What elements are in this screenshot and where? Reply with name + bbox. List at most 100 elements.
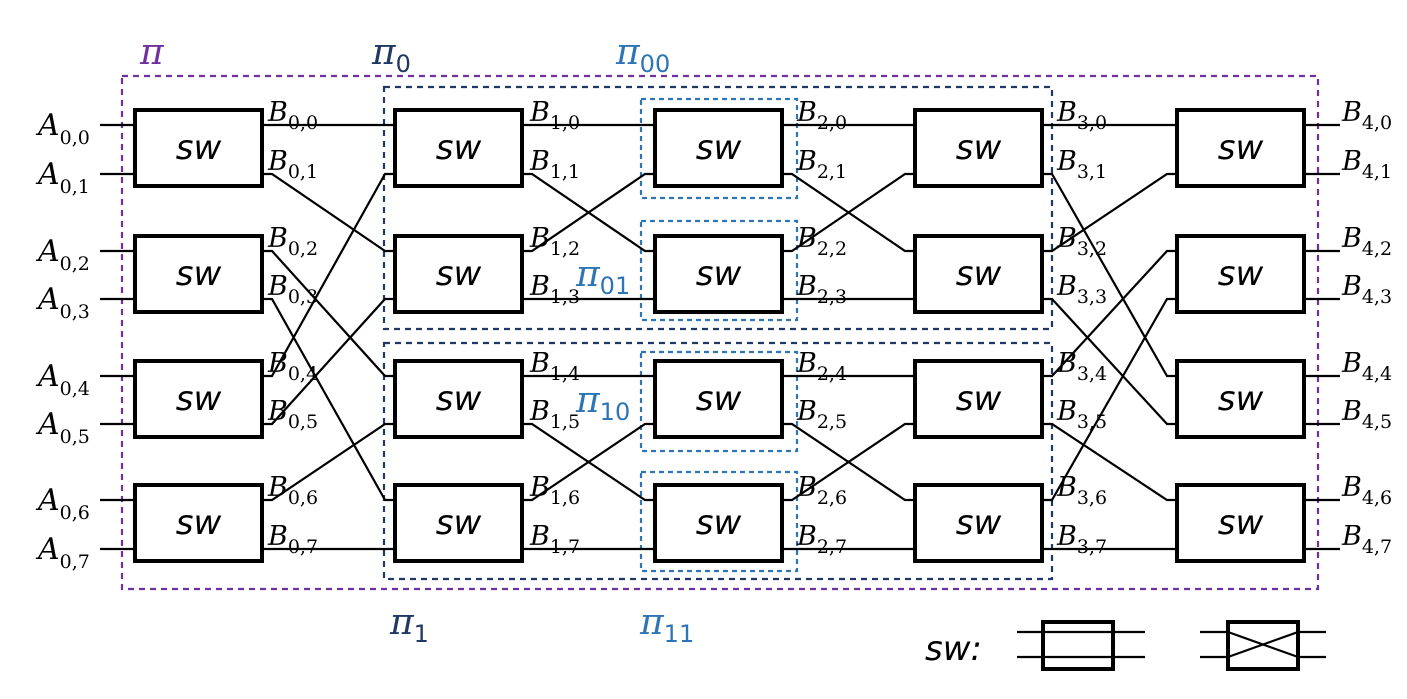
stage0-label-0: B0,0 <box>267 97 318 134</box>
switch-label: sw <box>1218 128 1264 168</box>
wire-stage3-to-stage4-2 <box>1042 172 1177 253</box>
switch-label: sw <box>436 128 482 168</box>
switch-s1-r2: sw <box>393 359 524 439</box>
switch-s1-r1: sw <box>393 234 524 314</box>
input-label-6: A0,6 <box>35 483 90 524</box>
stage4-label-7: B4,7 <box>1341 521 1392 558</box>
stage3-label-3: B3,3 <box>1056 271 1107 308</box>
stage4-label-1: B4,1 <box>1341 146 1392 183</box>
stage2-label-2: B2,2 <box>796 223 847 260</box>
stage1-label-0: B1,0 <box>529 97 580 134</box>
switch-label: sw <box>176 379 222 419</box>
stage1-label-7: B1,7 <box>529 521 580 558</box>
switch-s4-r2: sw <box>1175 359 1306 439</box>
input-label-7: A0,7 <box>35 532 90 573</box>
stage3-label-5: B3,5 <box>1056 396 1107 433</box>
stage4-label-2: B4,2 <box>1341 223 1392 260</box>
stage3-label-2: B3,2 <box>1056 223 1107 260</box>
switch-label: sw <box>696 503 742 543</box>
stage1-label-6: B1,6 <box>529 472 580 509</box>
stage2-label-4: B2,4 <box>796 348 847 385</box>
region-pi10-border <box>639 350 799 453</box>
input-label-4: A0,4 <box>35 359 90 400</box>
switch-label: sw <box>436 503 482 543</box>
input-label-2: A0,2 <box>35 234 90 275</box>
region-pi1-label: π1 <box>389 602 429 648</box>
switch-s2-r0: sw <box>653 108 784 188</box>
wire-stage0-to-stage1-1 <box>262 172 395 253</box>
region-pi00-label: π00 <box>615 32 670 78</box>
region-pi0-border <box>382 85 1054 331</box>
stage2-label-6: B2,6 <box>796 472 847 509</box>
stage0-label-7: B0,7 <box>267 521 318 558</box>
input-label-3: A0,3 <box>35 282 90 323</box>
stage2-label-3: B2,3 <box>796 271 847 308</box>
wire-stage1-to-stage2-2 <box>522 172 655 253</box>
switch-label: sw <box>176 128 222 168</box>
stage4-label-3: B4,3 <box>1341 271 1392 308</box>
switch-label: sw <box>176 503 222 543</box>
input-label-5: A0,5 <box>35 407 90 448</box>
legend-cross-state-icon <box>1200 620 1326 671</box>
switch-label: sw <box>696 128 742 168</box>
wire-stage2-to-stage3-6 <box>782 422 915 502</box>
legend-label: sw: <box>925 629 982 669</box>
region-pi-border <box>120 74 1320 591</box>
stage2-label-0: B2,0 <box>796 97 847 134</box>
switch-s3-r2: sw <box>913 359 1044 439</box>
switch-s3-r0: sw <box>913 108 1044 188</box>
switch-s2-r1: sw <box>653 234 784 314</box>
region-pi0-label: π0 <box>371 32 411 78</box>
stage0-label-4: B0,4 <box>267 348 318 385</box>
wire-stage0-to-stage1-3 <box>262 297 395 502</box>
wire-stage3-to-stage4-6 <box>1042 297 1177 502</box>
switch-s2-r2: sw <box>653 359 784 439</box>
switch-label: sw <box>436 254 482 294</box>
legend-bar-state-icon <box>1017 620 1145 671</box>
switch-s4-r0: sw <box>1175 108 1306 188</box>
switch-label: sw <box>176 254 222 294</box>
switch-s2-r3: sw <box>653 483 784 563</box>
region-pi11-border <box>639 470 799 573</box>
switch-label: sw <box>956 254 1002 294</box>
stage4-label-5: B4,5 <box>1341 396 1392 433</box>
stage1-label-4: B1,4 <box>529 348 580 385</box>
region-pi01-label: π01 <box>575 254 630 300</box>
switch-label: sw <box>696 379 742 419</box>
switch-s3-r1: sw <box>913 234 1044 314</box>
stage3-label-7: B3,7 <box>1056 521 1107 558</box>
wire-stage3-to-stage4-3 <box>1042 297 1177 426</box>
stage0-label-1: B0,1 <box>267 146 318 183</box>
stage4-label-4: B4,4 <box>1341 348 1392 385</box>
stage2-label-7: B2,7 <box>796 521 847 558</box>
stage2-label-5: B2,5 <box>796 396 847 433</box>
wire-stage2-to-stage3-2 <box>782 172 915 253</box>
wire-stage0-to-stage1-4 <box>262 172 395 378</box>
wire-stage3-to-stage4-4 <box>1042 249 1177 378</box>
stage0-label-6: B0,6 <box>267 472 318 509</box>
region-pi-label: π <box>139 32 165 73</box>
switch-label: sw <box>696 254 742 294</box>
region-pi00-border <box>639 97 799 200</box>
switch-label: sw <box>956 503 1002 543</box>
region-pi10-label: π10 <box>575 380 630 426</box>
stage3-label-6: B3,6 <box>1056 472 1107 509</box>
stage1-label-2: B1,2 <box>529 223 580 260</box>
stage3-label-4: B3,4 <box>1056 348 1107 385</box>
input-label-0: A0,0 <box>35 108 90 149</box>
switch-label: sw <box>1218 379 1264 419</box>
switch-s4-r3: sw <box>1175 483 1306 563</box>
stage3-label-1: B3,1 <box>1056 146 1107 183</box>
input-label-1: A0,1 <box>35 157 90 198</box>
switch-s3-r3: sw <box>913 483 1044 563</box>
stage4-label-6: B4,6 <box>1341 472 1392 509</box>
switch-s4-r1: sw <box>1175 234 1306 314</box>
switch-label: sw <box>956 128 1002 168</box>
switch-s0-r3: sw <box>133 483 264 563</box>
switch-label: sw <box>1218 503 1264 543</box>
switch-s1-r0: sw <box>393 108 524 188</box>
switch-s0-r0: sw <box>133 108 264 188</box>
region-pi1-border <box>382 341 1054 581</box>
wire-stage0-to-stage1-5 <box>262 297 395 426</box>
